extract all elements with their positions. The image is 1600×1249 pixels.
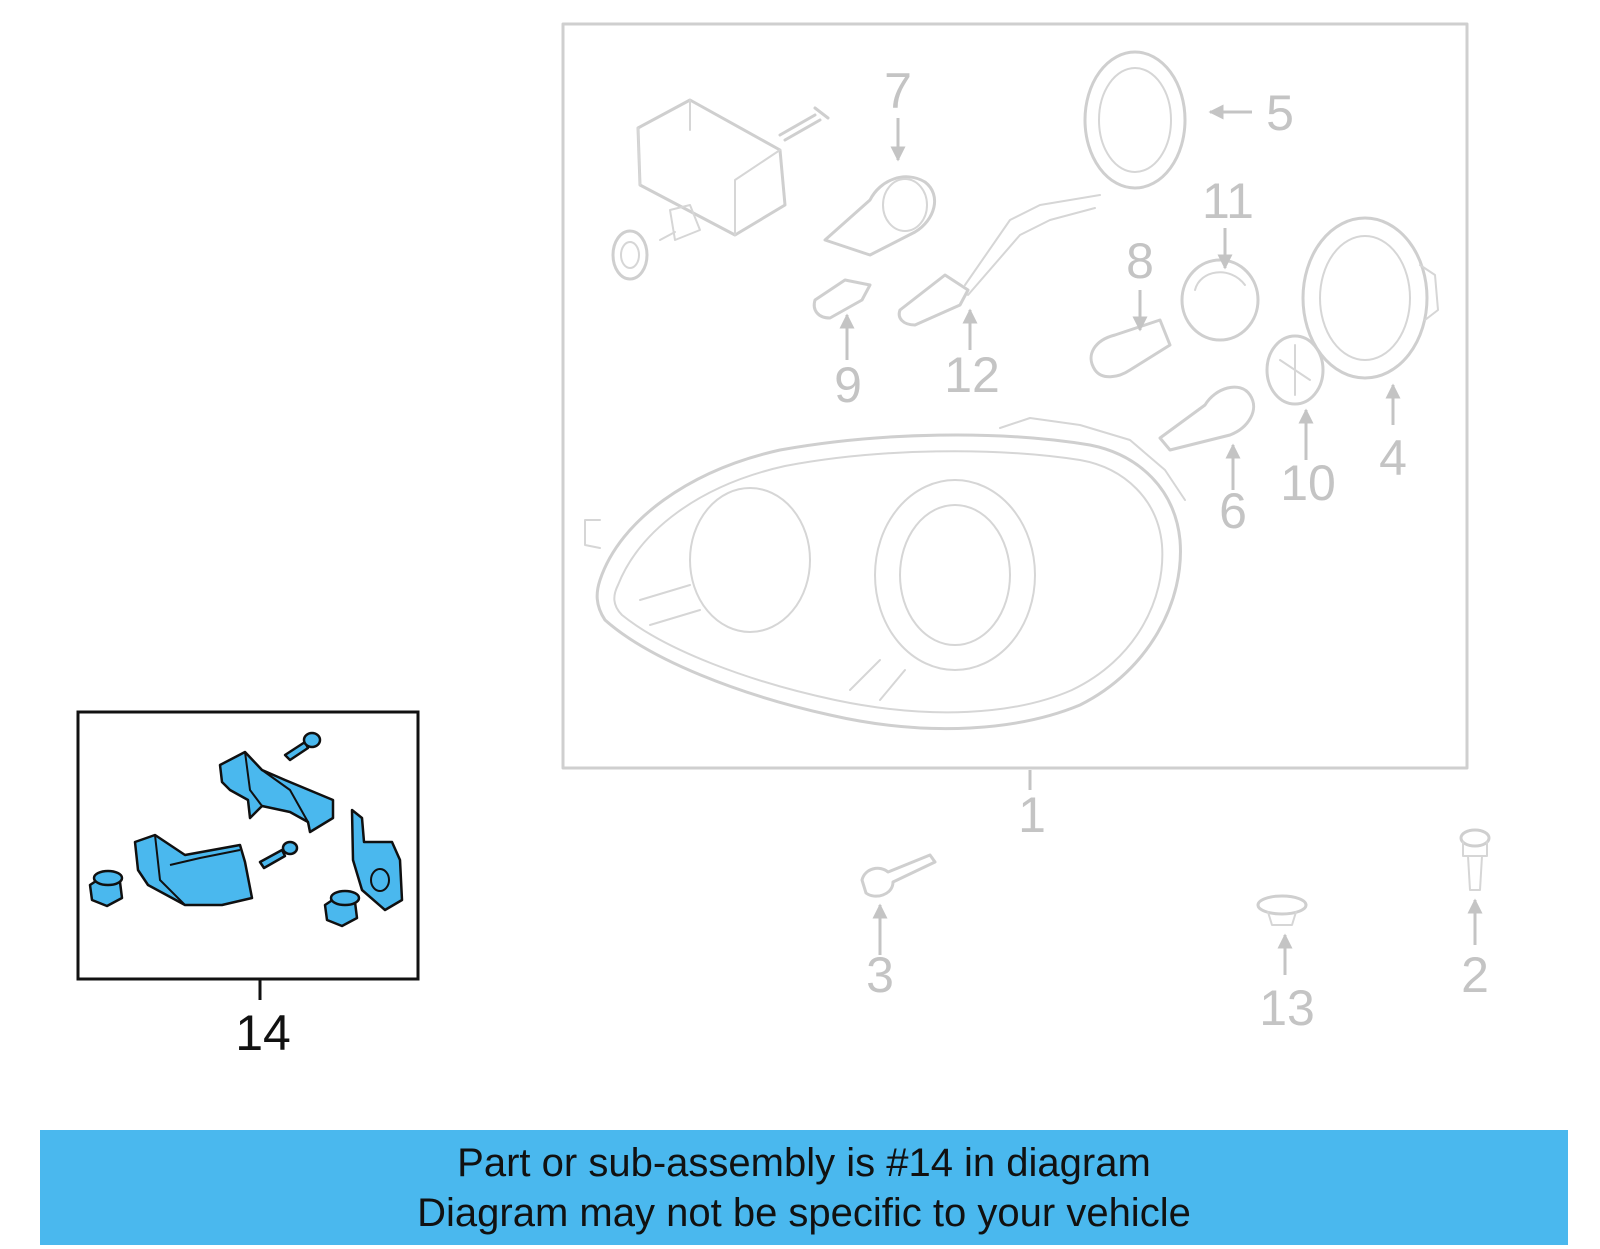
callout-12: 12 bbox=[944, 347, 1000, 403]
callout-2: 2 bbox=[1461, 947, 1489, 1003]
part-5-retaining-ring-drawing bbox=[1083, 50, 1187, 190]
callout-10: 10 bbox=[1280, 455, 1336, 511]
part-13-clip-drawing bbox=[1256, 894, 1308, 926]
banner-line-1: Part or sub-assembly is #14 in diagram bbox=[457, 1140, 1151, 1185]
part-4-cover-cap-drawing bbox=[1301, 216, 1439, 380]
parts-diagram: 1 2 3 4 5 6 7 8 9 10 11 12 13 14 bbox=[76, 22, 1491, 1061]
callout-4: 4 bbox=[1379, 430, 1407, 486]
callout-1: 1 bbox=[1018, 787, 1046, 843]
callout-14: 14 bbox=[235, 1005, 291, 1061]
callout-8: 8 bbox=[1126, 233, 1154, 289]
callout-5: 5 bbox=[1266, 85, 1294, 141]
headlamp-housing-drawing bbox=[584, 417, 1186, 731]
callout-3: 3 bbox=[866, 947, 894, 1003]
callout-9: 9 bbox=[834, 357, 862, 413]
part-11-bulb-holder-drawing bbox=[1180, 258, 1260, 342]
part-14-bracket-kit-drawing[interactable] bbox=[88, 731, 404, 928]
callout-13: 13 bbox=[1259, 980, 1315, 1036]
callout-11: 11 bbox=[1202, 173, 1254, 229]
banner-line-2: Diagram may not be specific to your vehi… bbox=[417, 1190, 1191, 1235]
part-3-screw-drawing bbox=[860, 853, 937, 898]
callout-7: 7 bbox=[884, 63, 912, 119]
info-banner: Part or sub-assembly is #14 in diagram D… bbox=[40, 1130, 1568, 1245]
callout-6: 6 bbox=[1219, 483, 1247, 539]
part-9-small-bulb-drawing bbox=[812, 278, 872, 320]
part-14-frame bbox=[76, 710, 420, 981]
part-10-socket-drawing bbox=[1265, 334, 1325, 406]
part-2-bolt-drawing bbox=[1459, 828, 1491, 891]
part-8-bulb-drawing bbox=[1089, 318, 1172, 379]
part-7-bulb-drawing bbox=[823, 175, 936, 257]
leveling-motor-drawing bbox=[611, 98, 830, 281]
part-6-bulb-drawing bbox=[1158, 385, 1256, 452]
part-12-socket-harness-drawing bbox=[897, 194, 1101, 327]
headlamp-assembly-frame bbox=[561, 22, 1469, 770]
